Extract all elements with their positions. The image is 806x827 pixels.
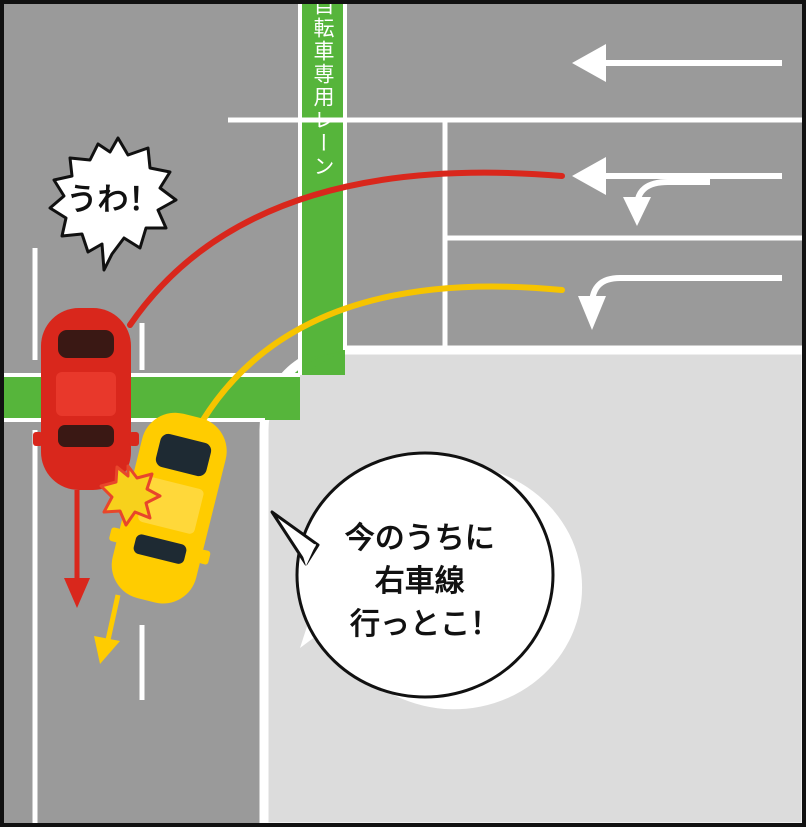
arrow-left-turn-icon [578,275,782,330]
yellow-car-bubble-line-3: 行っとこ！ [349,607,500,642]
bike-lane-label: 自転車専用レーン [311,0,335,178]
yellow-car-reverse-arrow-icon [94,594,121,664]
red-car-speech-bubble: うわ！ [48,136,178,272]
yellow-car-speech-bubble: 今のうちに 右車線 行っとこ！ [270,451,583,710]
arrow-straight-left-icon [572,44,782,82]
lane-markings [32,117,803,824]
collision-icon [99,464,162,527]
red-car-turn-path [127,169,565,328]
yellow-car-turn-path [200,283,565,423]
svg-text:今のうちに 右車線 行っとこ: 今のうちに 右車線 行っとこ！ [345,521,505,642]
yellow-car-bubble-line-2: 右車線 [375,564,465,599]
red-car-reverse-arrow-icon [64,490,90,608]
yellow-car [109,412,227,604]
arrow-straight-or-left-turn-icon [572,157,782,226]
red-car [33,308,139,490]
red-car-exclamation: うわ！ [67,182,160,218]
yellow-car-bubble-line-1: 今のうちに [345,521,495,556]
